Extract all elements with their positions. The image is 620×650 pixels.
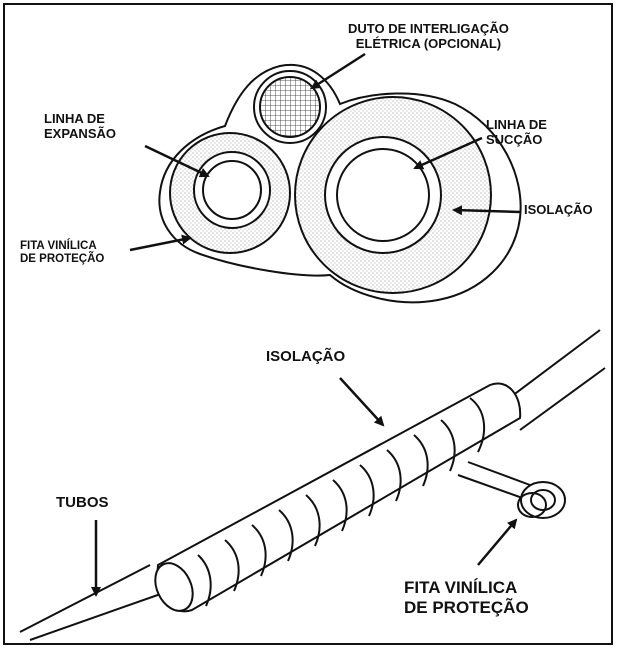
label-duto-line1: DUTO DE INTERLIGAÇÃO bbox=[348, 21, 509, 36]
arrow-isolacao-top bbox=[452, 205, 521, 216]
label-fita-top-line2: DE PROTEÇÃO bbox=[20, 253, 105, 266]
label-succao: LINHA DE SUCÇÃO bbox=[486, 117, 547, 148]
label-fita-top: FITA VINÍLICA DE PROTEÇÃO bbox=[20, 240, 104, 266]
tape-roll-side bbox=[517, 492, 547, 518]
label-succao-line1: LINHA DE bbox=[486, 117, 547, 132]
electrical-duct-grid bbox=[259, 76, 321, 138]
label-isolacao-top: ISOLAÇÃO bbox=[524, 202, 593, 217]
label-isolacao-bottom: ISOLAÇÃO bbox=[266, 348, 346, 365]
label-fita-top-line1: FITA VINÍLICA bbox=[20, 240, 97, 252]
cross-section-arrows bbox=[129, 52, 521, 252]
suction-pipe-inner bbox=[336, 148, 430, 242]
pipe-assembly bbox=[19, 329, 606, 641]
label-fita-bottom-line1: FITA VINÍLICA bbox=[404, 578, 518, 597]
label-succao-line2: SUCÇÃO bbox=[486, 131, 543, 147]
label-expansao-line1: LINHA DE bbox=[44, 111, 105, 126]
label-expansao-line2: EXPANSÃO bbox=[44, 125, 116, 141]
label-expansao: LINHA DE EXPANSÃO bbox=[44, 111, 116, 142]
label-duto-line2: ELÉTRICA (OPCIONAL) bbox=[355, 35, 502, 51]
expansion-pipe-inner bbox=[202, 160, 262, 220]
tube-lower-left bbox=[29, 589, 173, 641]
label-duto: DUTO DE INTERLIGAÇÃO ELÉTRICA (OPCIONAL) bbox=[348, 21, 509, 52]
arrow-duto bbox=[310, 52, 366, 90]
pipe-arrows bbox=[91, 377, 518, 597]
arrow-fita-bottom bbox=[477, 518, 518, 566]
arrow-expansao bbox=[144, 144, 210, 178]
sleeve-end-left bbox=[154, 562, 194, 612]
tape-strip bbox=[457, 461, 539, 501]
arrow-succao bbox=[413, 136, 483, 170]
cross-section bbox=[158, 63, 522, 304]
tube-upper-left bbox=[19, 564, 151, 633]
label-fita-bottom-line2: DE PROTEÇÃO bbox=[404, 597, 529, 617]
arrow-fita-top bbox=[129, 234, 192, 252]
tube-upper-right bbox=[499, 329, 601, 406]
tape-roll-inner bbox=[530, 489, 556, 511]
arrow-isolacao-bottom bbox=[339, 377, 385, 427]
label-tubos: TUBOS bbox=[56, 494, 109, 511]
label-fita-bottom: FITA VINÍLICA DE PROTEÇÃO bbox=[404, 578, 529, 617]
tube-lower-right bbox=[519, 367, 606, 431]
